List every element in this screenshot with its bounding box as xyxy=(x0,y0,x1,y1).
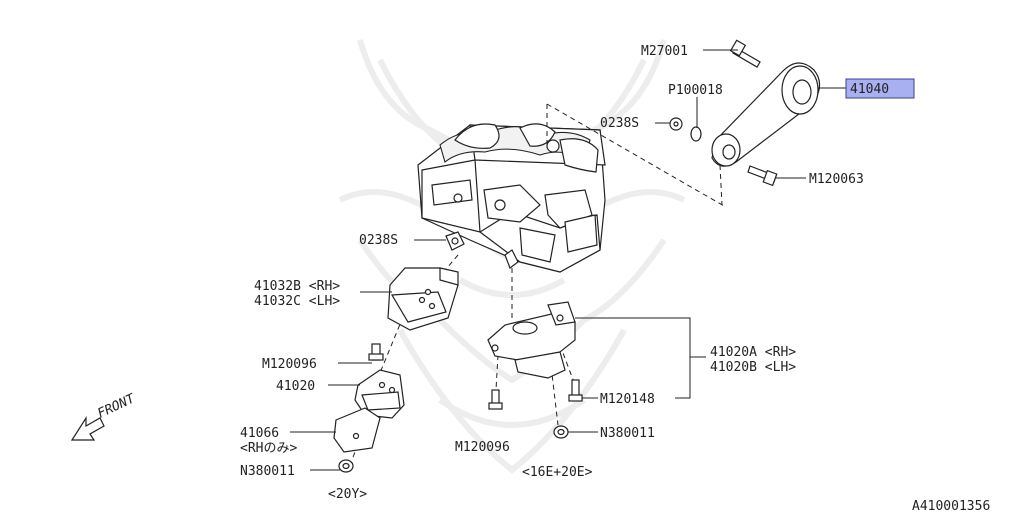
label-41032b[interactable]: 41032B <RH> xyxy=(254,279,340,294)
highlight-box-41040 xyxy=(845,78,915,99)
label-0238s-top[interactable]: 0238S xyxy=(600,116,639,131)
label-41020b[interactable]: 41020B <LH> xyxy=(710,360,796,375)
mount-bracket-41020[interactable] xyxy=(354,369,405,419)
bolt-m120096-bottom[interactable] xyxy=(488,389,503,410)
engine-block[interactable] xyxy=(417,123,606,273)
label-41066[interactable]: 41066 xyxy=(240,426,279,441)
pitching-stopper-rod[interactable] xyxy=(711,62,821,167)
mount-bracket-41020a[interactable] xyxy=(487,301,576,379)
front-label: FRONT xyxy=(95,391,138,422)
washer-p100018[interactable] xyxy=(690,126,702,142)
label-n380011-left[interactable]: N380011 xyxy=(240,464,295,479)
diagram-id: A410001356 xyxy=(912,499,990,512)
washer-0238s-top[interactable] xyxy=(669,117,683,131)
bolt-m27001[interactable] xyxy=(729,39,761,68)
label-rh-only: <RHのみ> xyxy=(240,441,297,456)
bolt-m120148[interactable] xyxy=(568,379,583,402)
label-41020a[interactable]: 41020A <RH> xyxy=(710,345,796,360)
label-p100018[interactable]: P100018 xyxy=(668,83,723,98)
engine-mount[interactable] xyxy=(387,267,459,331)
label-41020[interactable]: 41020 xyxy=(276,379,315,394)
leader-lines xyxy=(290,49,848,471)
label-0238s-mid[interactable]: 0238S xyxy=(359,233,398,248)
label-41040[interactable]: 41040 xyxy=(850,82,889,97)
label-m27001[interactable]: M27001 xyxy=(641,44,688,59)
label-20y: <20Y> xyxy=(328,487,367,502)
bolt-m120096-left[interactable] xyxy=(368,343,384,361)
label-m120148[interactable]: M120148 xyxy=(600,392,655,407)
washer-0238s-mid[interactable] xyxy=(445,231,465,251)
label-m120063[interactable]: M120063 xyxy=(809,172,864,187)
label-41032c[interactable]: 41032C <LH> xyxy=(254,294,340,309)
plate-41066[interactable] xyxy=(333,407,381,453)
front-arrow: FRONT xyxy=(70,391,138,441)
label-n380011-bottom[interactable]: N380011 xyxy=(600,426,655,441)
label-m120096-bottom[interactable]: M120096 xyxy=(455,440,510,455)
nut-n380011-left[interactable] xyxy=(338,459,354,473)
nut-n380011-bottom[interactable] xyxy=(553,425,569,439)
callout-labels: M27001 P100018 0238S 41040 M120063 0238S… xyxy=(240,44,990,512)
label-m120096-left[interactable]: M120096 xyxy=(262,357,317,372)
bolt-m120063[interactable] xyxy=(747,165,778,187)
label-16e20e: <16E+20E> xyxy=(522,465,593,480)
